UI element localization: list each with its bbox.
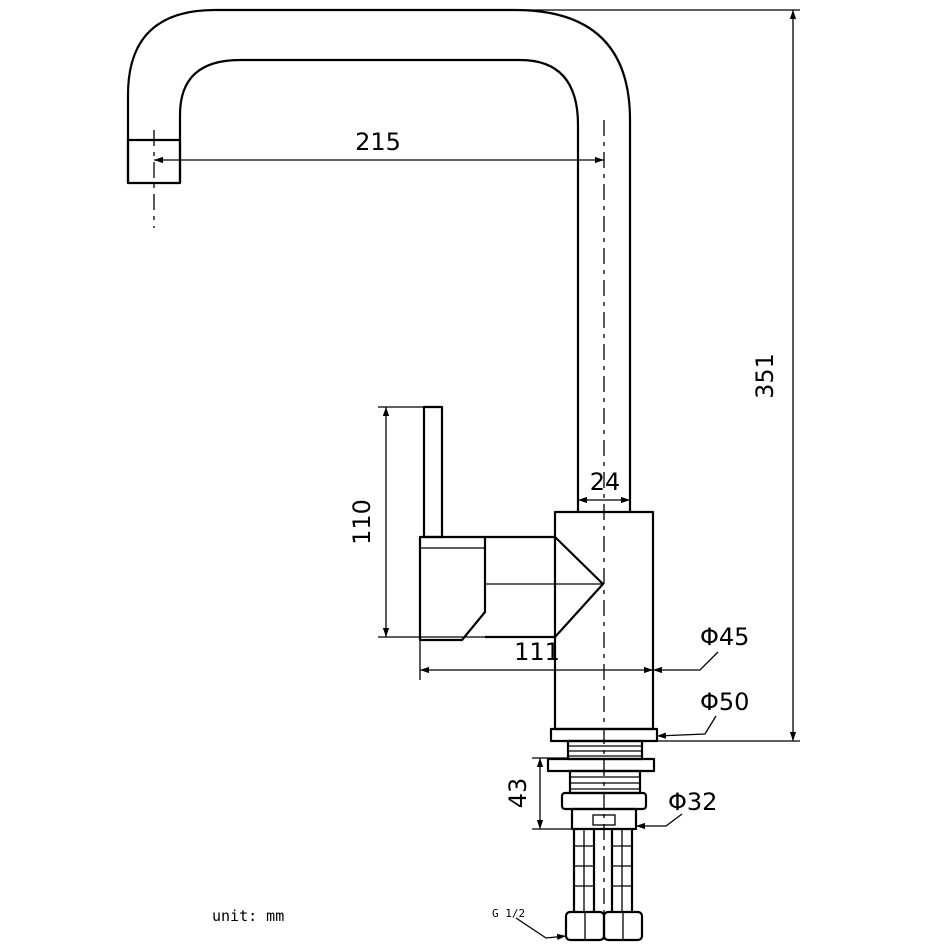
- spout-outer-contour: [126, 8, 632, 512]
- dim-tube-diameter-label: 24: [590, 468, 621, 496]
- shank-thread-lines-lower: [570, 776, 640, 790]
- dim-shank-diameter: Φ32: [636, 788, 717, 830]
- dim-body-diameter: Φ45: [653, 623, 749, 674]
- dim-body-diameter-label: Φ45: [700, 623, 749, 651]
- dim-tube-diameter: 24: [578, 468, 630, 504]
- threaded-shank-lower: [568, 769, 642, 795]
- dim-lever-reach-label: 111: [514, 638, 560, 666]
- hose-braid-lines: [574, 829, 632, 912]
- center-lines: [153, 120, 605, 940]
- dim-total-height: 351: [515, 9, 800, 742]
- dim-base-diameter: Φ50: [656, 688, 749, 739]
- spout-inner-contour: [178, 58, 580, 512]
- unit-note: unit: mm: [212, 907, 284, 925]
- dim-lever-height: 110: [348, 406, 485, 638]
- lever-cap: [418, 535, 487, 642]
- cartridge-housing: [485, 535, 605, 639]
- spout: [126, 8, 632, 512]
- mounting-assembly: [546, 739, 656, 831]
- dim-spout-reach: 215: [154, 128, 604, 164]
- lever-stick: [422, 405, 444, 539]
- shank-thread-lines: [568, 745, 642, 757]
- dim-lever-height-label: 110: [348, 499, 376, 545]
- dim-shank-length: 43: [504, 757, 572, 830]
- dim-lever-reach: 111: [419, 638, 653, 680]
- hose-left: [572, 829, 596, 912]
- thread-callout: G 1/2: [492, 907, 567, 941]
- dim-total-height-label: 351: [751, 353, 779, 399]
- dim-spout-reach-label: 215: [355, 128, 401, 156]
- dim-shank-diameter-label: Φ32: [668, 788, 717, 816]
- supply-hoses: [564, 829, 644, 942]
- dim-shank-length-label: 43: [504, 778, 532, 809]
- rubber-washer: [546, 757, 656, 773]
- fixing-plate: [570, 807, 638, 831]
- hose-right: [610, 829, 634, 912]
- lever-handle: [418, 405, 605, 642]
- fixing-plate-slot: [592, 814, 616, 826]
- thread-note: G 1/2: [492, 907, 525, 920]
- dim-base-diameter-label: Φ50: [700, 688, 749, 716]
